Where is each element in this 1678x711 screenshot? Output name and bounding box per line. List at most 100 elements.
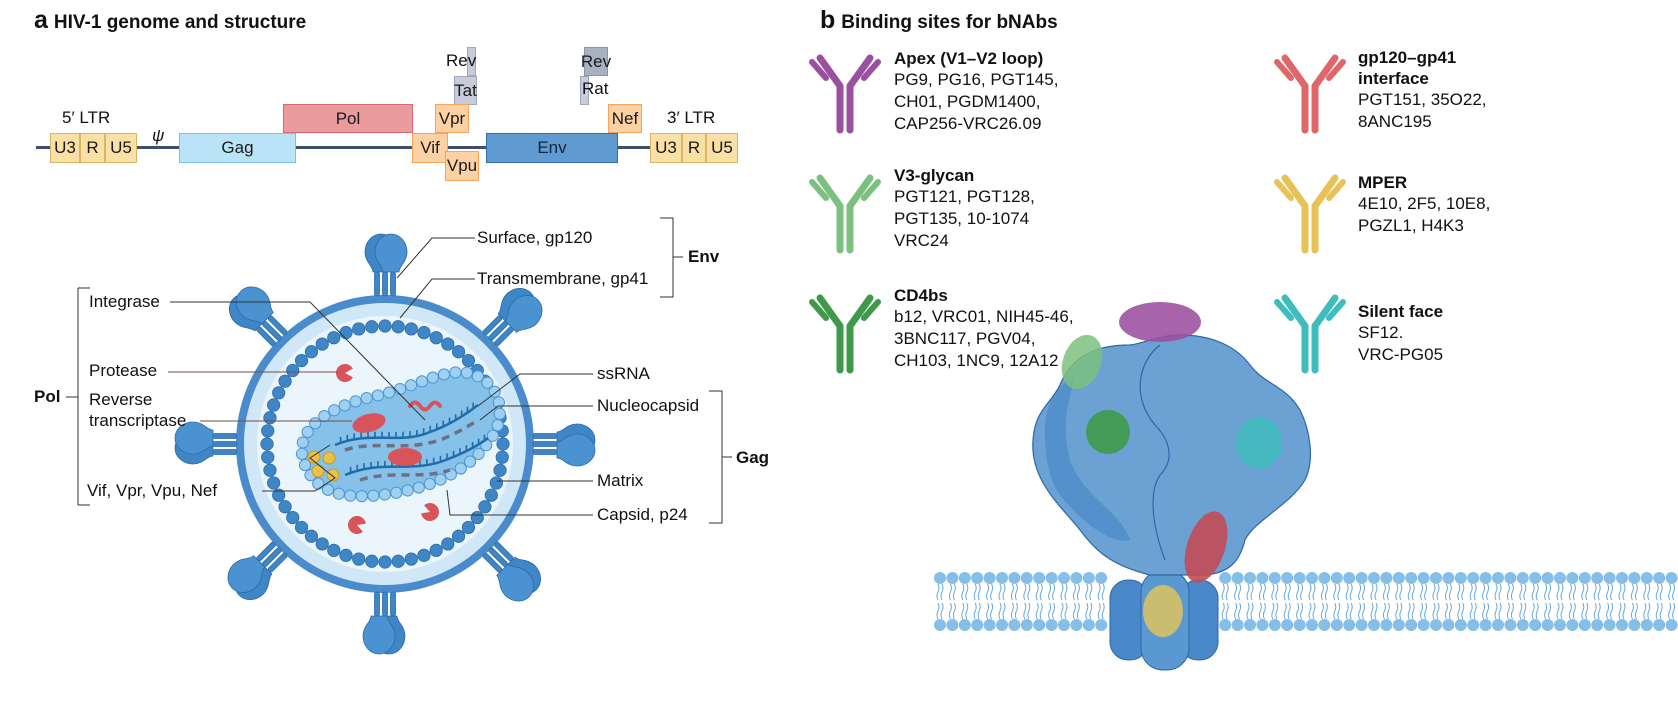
lipid-head bbox=[1516, 572, 1529, 584]
lipid-tail bbox=[1568, 602, 1572, 620]
site-cd4bs-ab-1: b12, VRC01, NIH45-46, bbox=[894, 307, 1074, 326]
lipid-tail bbox=[1296, 583, 1300, 601]
psi-label: ψ bbox=[152, 126, 165, 145]
antibody-light-chain bbox=[1274, 179, 1294, 201]
lipid-tail bbox=[1618, 583, 1622, 601]
lipid-tail bbox=[1457, 602, 1461, 620]
lipid-head bbox=[1020, 619, 1033, 631]
lipid-head bbox=[1591, 619, 1604, 631]
site-interface-ab-1: PGT151, 35O22, bbox=[1358, 90, 1487, 109]
lipid-head bbox=[1058, 572, 1070, 584]
lipid-head bbox=[1343, 619, 1356, 631]
capsid-bead bbox=[332, 487, 345, 500]
lipid-tail bbox=[965, 602, 969, 620]
lipid-head bbox=[1244, 619, 1256, 631]
lipid-tail bbox=[1234, 583, 1238, 601]
lipid-head bbox=[1554, 572, 1566, 584]
env-spike bbox=[364, 233, 408, 297]
lipid-head bbox=[1430, 572, 1442, 584]
lipid-tail bbox=[1399, 583, 1403, 601]
gp120-lobe bbox=[496, 563, 534, 602]
lipid-tail bbox=[1411, 602, 1415, 620]
lipid-tail bbox=[1089, 602, 1093, 620]
label-nucleocapsid: Nucleocapsid bbox=[597, 396, 700, 415]
capsid-bead bbox=[423, 477, 436, 491]
capsid-bead bbox=[382, 386, 396, 399]
lipid-tail bbox=[1333, 602, 1337, 620]
lipid-tail bbox=[1444, 583, 1448, 601]
lipid-tail bbox=[1498, 583, 1502, 601]
gp120-lobe bbox=[236, 286, 274, 325]
lipid-tail bbox=[1221, 602, 1225, 620]
lipid-tail bbox=[1486, 583, 1490, 601]
gene-vpr: Vpr bbox=[435, 104, 469, 133]
lipid-tail bbox=[952, 583, 956, 601]
lipid-head bbox=[1281, 619, 1294, 631]
lipid-tail bbox=[1320, 602, 1324, 620]
lipid-head bbox=[1355, 619, 1368, 631]
lipid-tail bbox=[1395, 602, 1399, 620]
lipid-head bbox=[1603, 619, 1616, 631]
lipid-tail bbox=[1358, 583, 1362, 601]
capsid-bead bbox=[434, 473, 447, 486]
lipid-tail bbox=[1064, 602, 1068, 620]
site-cd4bs-ab-2: 3BNC117, PGV04, bbox=[894, 329, 1036, 348]
antibody-fab-arm bbox=[816, 54, 844, 90]
site-silent-face-ab-1: SF12. bbox=[1358, 323, 1404, 342]
matrix-bead bbox=[404, 322, 418, 336]
accessory-proteins bbox=[307, 450, 340, 482]
site-silent-face-ab-2: VRC-PG05 bbox=[1358, 345, 1444, 364]
site-mper-ab-2: PGZL1, H4K3 bbox=[1358, 216, 1464, 235]
lipid-tail bbox=[1659, 602, 1663, 620]
capsid-bead bbox=[401, 484, 414, 497]
capsid-bead bbox=[349, 395, 362, 408]
lipid-tail bbox=[1519, 583, 1523, 601]
lipid-tail bbox=[1444, 602, 1448, 620]
capsid-bead bbox=[301, 425, 314, 439]
lipid-head bbox=[1095, 619, 1108, 631]
panel-a-title-text: HIV-1 genome and structure bbox=[53, 12, 307, 33]
lipid-tail bbox=[1312, 602, 1316, 620]
lipid-tail bbox=[1606, 583, 1610, 601]
antibody-light-chain bbox=[1274, 299, 1294, 321]
lipid-tail bbox=[948, 583, 952, 601]
lipid-head bbox=[1504, 572, 1517, 584]
matrix-bead bbox=[451, 529, 466, 543]
lipid-head bbox=[1392, 619, 1405, 631]
gene-tat1: Tat bbox=[454, 76, 477, 105]
lipid-tail bbox=[1506, 583, 1510, 601]
lipid-tail bbox=[1548, 602, 1552, 620]
gene-rev1-exon bbox=[467, 47, 476, 76]
lipid-head bbox=[1591, 572, 1604, 584]
site-v3-glycan: V3-glycan PGT121, PGT128, PGT135, 10-107… bbox=[894, 165, 1114, 252]
lipid-tail bbox=[1345, 583, 1349, 601]
label-integrase: Integrase bbox=[89, 292, 160, 311]
lipid-tail bbox=[1052, 602, 1056, 620]
lipid-tail bbox=[1002, 583, 1006, 601]
three-ltr-label: 3′ LTR bbox=[667, 108, 716, 127]
lipid-tail bbox=[1337, 602, 1341, 620]
lipid-head bbox=[1454, 572, 1467, 584]
group-label-pol: Pol bbox=[34, 387, 61, 406]
lipid-tail bbox=[1101, 602, 1105, 620]
five-ltr-label: 5′ LTR bbox=[62, 108, 111, 127]
lipid-head bbox=[983, 619, 996, 631]
lipid-tail bbox=[1556, 583, 1560, 601]
lipid-tail bbox=[1085, 583, 1089, 601]
lipid-head bbox=[1318, 572, 1331, 584]
lipid-head bbox=[1578, 572, 1591, 584]
gene-tat2-exon bbox=[580, 76, 589, 105]
site-interface-name-1: gp120–gp41 bbox=[1358, 48, 1457, 67]
lipid-head bbox=[1008, 572, 1021, 584]
protease-icon bbox=[421, 503, 439, 521]
matrix-bead bbox=[272, 488, 286, 502]
lipid-head bbox=[1318, 619, 1331, 631]
matrix-bead bbox=[417, 548, 431, 562]
capsid-bead bbox=[486, 429, 499, 442]
lipid-tail bbox=[973, 583, 977, 601]
lipid-tail bbox=[1324, 583, 1328, 601]
lipid-tail bbox=[1634, 583, 1638, 601]
lipid-tail bbox=[1535, 602, 1539, 620]
lipid-tail bbox=[1238, 602, 1242, 620]
lipid-tail bbox=[1010, 602, 1014, 620]
